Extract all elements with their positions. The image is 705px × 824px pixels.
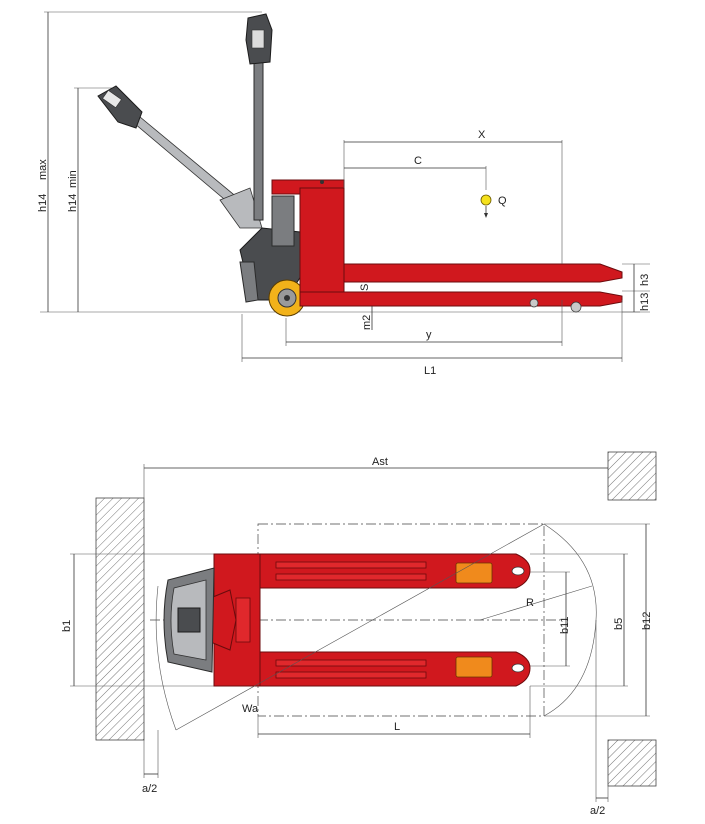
- h14-max-label: h14: [37, 194, 49, 212]
- bottom-right-obstacle-hatch: [607, 739, 657, 787]
- s-label: S: [359, 284, 371, 291]
- l1-label: L1: [424, 365, 436, 377]
- b11-label: b11: [559, 616, 571, 634]
- y-label: y: [426, 329, 432, 341]
- b5-label: b5: [613, 618, 625, 630]
- wa-label: Wa: [242, 703, 259, 715]
- m2-label: m2: [361, 315, 373, 330]
- b1-label: b1: [61, 620, 73, 632]
- handle-vertical: [245, 13, 273, 221]
- h3-label: h3: [639, 274, 651, 286]
- h14-min-qualifier: min: [67, 170, 79, 188]
- h14-min-label: h14: [67, 194, 79, 212]
- a2-right-label: a/2: [590, 805, 605, 817]
- c-label: C: [414, 155, 422, 167]
- h14-max-qualifier: max: [37, 159, 49, 180]
- left-wall-hatch: [95, 497, 145, 741]
- wa-arc: [155, 585, 177, 731]
- wa-line: [175, 523, 545, 731]
- h13-label: h13: [639, 293, 651, 311]
- upper-fork-side: [343, 263, 623, 283]
- chassis-side: [271, 179, 623, 313]
- handle-inclined: [97, 85, 263, 229]
- upper-load-roller: [455, 562, 493, 584]
- lower-load-roller: [455, 656, 493, 678]
- load-center-marker: [480, 194, 492, 206]
- top-right-obstacle-hatch: [607, 451, 657, 501]
- ast-label: Ast: [372, 456, 388, 468]
- drive-wheel-assembly: [239, 195, 307, 317]
- truck-top-view: [163, 553, 531, 687]
- r-label: R: [526, 597, 534, 609]
- top-view: Ast b1 b11 b5 b12: [61, 451, 657, 817]
- l-label: L: [394, 721, 400, 733]
- b12-label: b12: [641, 612, 653, 630]
- x-label: X: [478, 129, 486, 141]
- q-label: Q: [498, 195, 507, 207]
- r-line: [479, 585, 593, 621]
- a2-left-label: a/2: [142, 783, 157, 795]
- side-view: h14 max h14 min: [37, 11, 651, 377]
